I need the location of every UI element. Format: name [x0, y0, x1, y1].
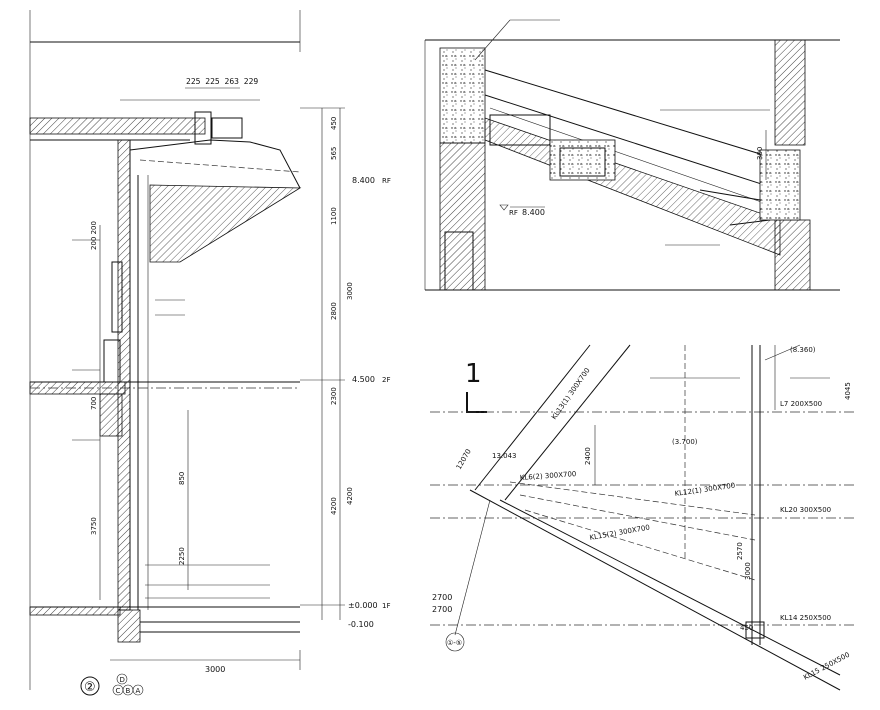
plan-dim-1: 2700 — [432, 605, 452, 614]
floor-2f: 2F — [382, 376, 390, 384]
dim-right-7: 4200 — [346, 487, 354, 505]
plan-elev-1: (3.700) — [672, 438, 698, 446]
plan-elev-3: 12070 — [455, 448, 473, 471]
elev-rf: 8.400 — [352, 176, 375, 185]
elev-minus: -0.100 — [348, 620, 374, 629]
floor-1f: 1F — [382, 602, 390, 610]
detail-elev: 8.400 — [522, 208, 545, 217]
grid-mark-d: D — [120, 676, 125, 684]
beam-6: KL13(1) 300X700 — [550, 367, 592, 422]
grid-mark-a: A — [136, 687, 141, 695]
dim-right-1: 565 — [330, 147, 338, 160]
detail-dim: 300 — [756, 147, 764, 160]
beam-4: KL15 250X500 — [802, 651, 851, 682]
plan-dim-3: 2570 — [736, 542, 744, 560]
plan-dim-5: 3000 — [744, 562, 752, 580]
detail-floor: RF — [509, 209, 518, 217]
dim-bottom: 3000 — [205, 665, 225, 674]
plan-elev-2: 13.043 — [492, 452, 517, 460]
left-section-drawing: 225 225 263 229 8.400 RF 4.500 2F ±0.000… — [29, 10, 391, 696]
floor-rf: RF — [382, 177, 391, 185]
beam-0: KL12(1) 300X700 — [674, 482, 736, 498]
dim-mid-1: 850 — [178, 472, 186, 485]
dim-right-3: 2800 — [330, 302, 338, 320]
left-top-dims: 225 225 263 229 — [186, 77, 258, 86]
bottom-right-plan: 1 ①-⑤ 12070 13.043 (3.700) (8. — [430, 344, 855, 691]
beam-3: KL14 250X500 — [780, 614, 831, 622]
dim-right-6: 4200 — [330, 497, 338, 515]
elev-1f: ±0.000 — [348, 601, 378, 610]
dim-left-1: 700 — [90, 397, 98, 410]
plan-elev-0: (8.360) — [790, 346, 816, 354]
plan-number: 1 — [465, 359, 482, 389]
beam-5: KL6(2) 300X700 — [520, 470, 577, 482]
beam-7: KL15(2) 300X700 — [589, 523, 651, 541]
dim-left-0: 3750 — [90, 517, 98, 535]
plan-dim-4: 4045 — [844, 382, 852, 400]
plan-dim-2: 2400 — [584, 447, 592, 465]
section-mark: ② — [84, 680, 96, 695]
dim-right-4: 3000 — [346, 282, 354, 300]
dim-left-2: 200 200 — [90, 221, 98, 250]
plan-grid-label: ①-⑤ — [447, 639, 462, 647]
grid-mark-b: B — [126, 687, 131, 695]
grid-mark-c: C — [116, 687, 121, 695]
elev-2f: 4.500 — [352, 375, 375, 384]
plan-dim-7: 450 — [740, 624, 753, 632]
dim-right-2: 1100 — [330, 207, 338, 225]
dim-right-5: 2300 — [330, 387, 338, 405]
plan-dim-0: 2700 — [432, 593, 452, 602]
beam-2: L7 200X500 — [780, 400, 822, 408]
beam-1: KL20 300X500 — [780, 506, 831, 514]
top-right-detail: 300 RF 8.400 — [424, 19, 840, 291]
dim-mid-0: 2250 — [178, 547, 186, 565]
dim-right-0: 450 — [330, 117, 338, 130]
